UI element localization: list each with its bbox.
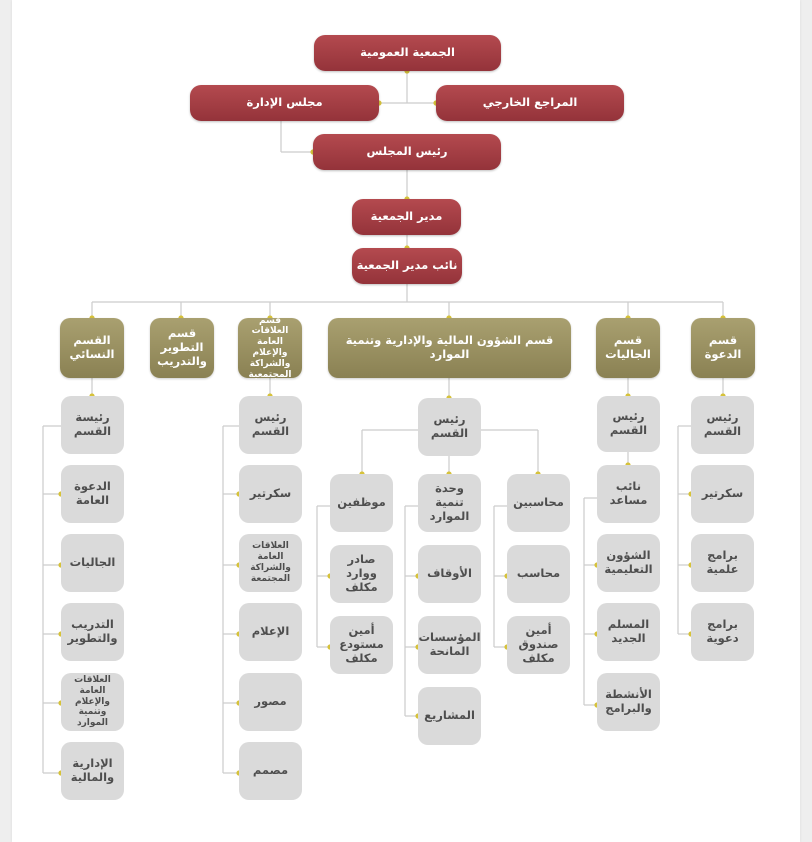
- finance-unit: الأوقاف: [418, 545, 481, 603]
- women-unit: الدعوة العامة: [61, 465, 124, 523]
- dept-communities: قسم الجاليات: [596, 318, 660, 378]
- communities-unit: الأنشطة والبرامج: [597, 673, 660, 731]
- dawah-unit: رئيس القسم: [691, 396, 754, 454]
- finance-unit: أمين صندوق مكلف: [507, 616, 570, 674]
- finance-resources: وحدة تنمية الموارد: [418, 474, 481, 532]
- dept-relations: قسم العلاقات العامة والإعلام والشراكة ال…: [238, 316, 302, 380]
- finance-unit: أمين مستودع مكلف: [330, 616, 393, 674]
- dawah-unit: برامج علمية: [691, 534, 754, 592]
- dept-training: قسم التطوير والتدريب: [150, 318, 214, 378]
- finance-head: رئيس القسم: [418, 398, 481, 456]
- external-auditor-box: المراجع الخارجي: [436, 85, 624, 121]
- finance-unit: المؤسسات المانحة: [418, 616, 481, 674]
- general-assembly-box: الجمعية العمومية: [314, 35, 501, 71]
- communities-unit: الشؤون التعليمية: [597, 534, 660, 592]
- women-unit: التدريب والتطوير: [61, 603, 124, 661]
- deputy-director-box: نائب مدير الجمعية: [352, 248, 462, 284]
- director-box: مدير الجمعية: [352, 199, 461, 235]
- communities-unit: نائب مساعد: [597, 465, 660, 523]
- chairman-box: رئيس المجلس: [313, 134, 501, 170]
- communities-unit: المسلم الجديد: [597, 603, 660, 661]
- finance-unit: محاسب: [507, 545, 570, 603]
- relations-unit: العلاقات العامة والشراكة المجتمعة: [239, 534, 302, 592]
- communities-unit: رئيس القسم: [597, 396, 660, 452]
- relations-unit: سكرتير: [239, 465, 302, 523]
- dawah-unit: سكرتير: [691, 465, 754, 523]
- women-unit: رئيسة القسم: [61, 396, 124, 454]
- women-unit: الجاليات: [61, 534, 124, 592]
- relations-unit: مصور: [239, 673, 302, 731]
- finance-unit: المشاريع: [418, 687, 481, 745]
- finance-unit: صادر ووارد مكلف: [330, 545, 393, 603]
- relations-unit: الإعلام: [239, 603, 302, 661]
- women-unit: العلاقات العامة والإعلام وتنمية الموارد: [61, 673, 124, 731]
- finance-accountants: محاسبين: [507, 474, 570, 532]
- finance-employees: موظفين: [330, 474, 393, 532]
- dawah-unit: برامج دعوية: [691, 603, 754, 661]
- relations-unit: رئيس القسم: [239, 396, 302, 454]
- board-box: مجلس الإدارة: [190, 85, 379, 121]
- relations-unit: مصمم: [239, 742, 302, 800]
- dept-women: القسم النسائي: [60, 318, 124, 378]
- dept-dawah: قسم الدعوة: [691, 318, 755, 378]
- women-unit: الإدارية والمالية: [61, 742, 124, 800]
- dept-finance: قسم الشؤون المالية والإدارية وتنمية المو…: [328, 318, 571, 378]
